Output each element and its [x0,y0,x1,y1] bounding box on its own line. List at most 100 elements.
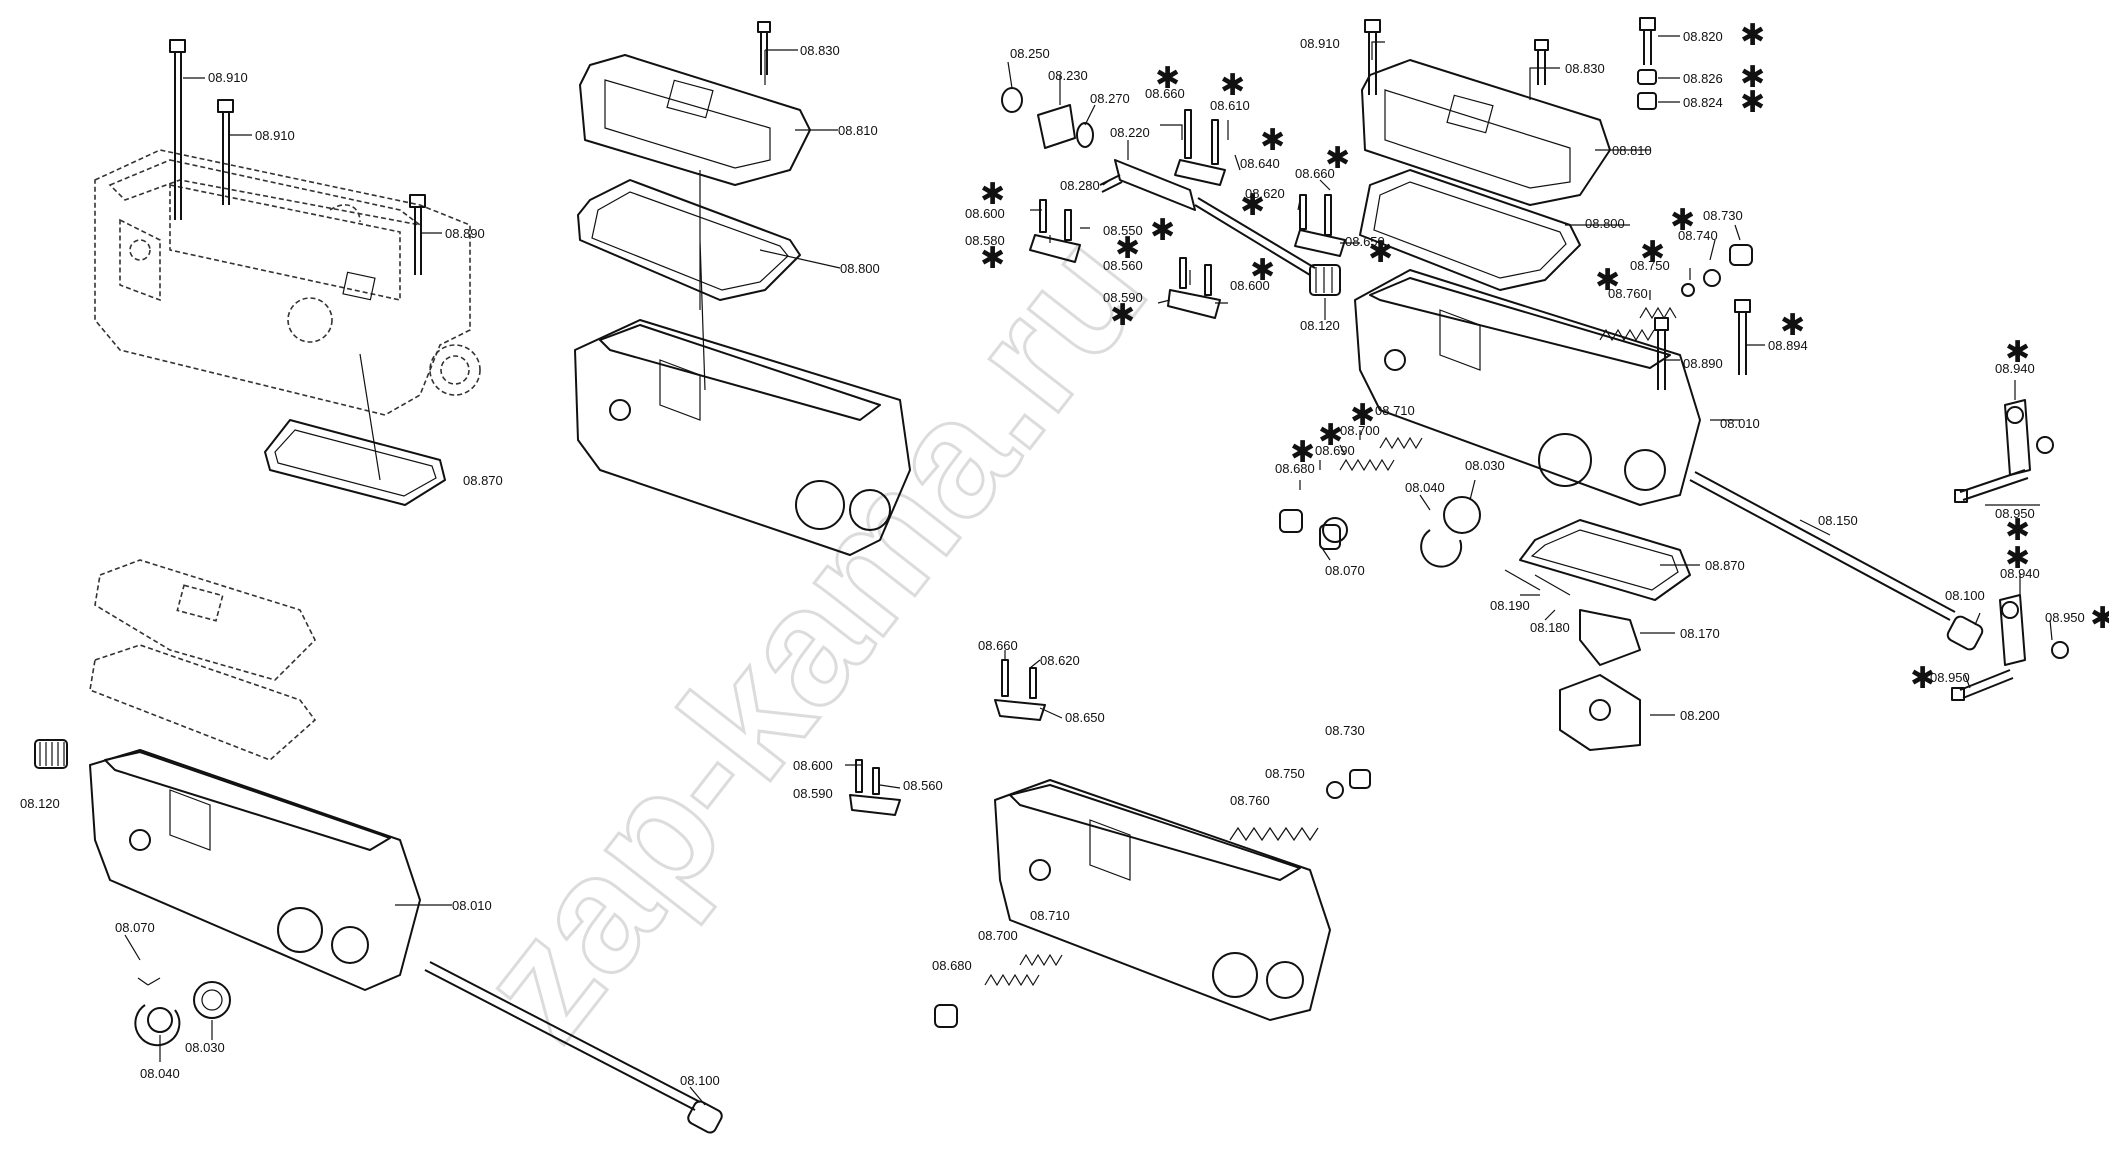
callout-label: 08.250 [1010,46,1050,61]
housing-top-middle [574,319,911,556]
star-icon: ✱ [2005,541,2030,576]
callout-label: 08.600 [965,206,1005,221]
callout-label: 08.120 [1300,318,1340,333]
parts-08650-bottom-middle [849,659,1046,816]
gasket-08870-top-left [264,419,446,506]
callout-label: 08.940 [1995,361,2035,376]
callout-label: 08.040 [1405,480,1445,495]
housing-08010-top-right [1354,269,1751,506]
callout-label: 08.580 [965,233,1005,248]
callout-label: 08.890 [445,226,485,241]
bolts-08910-top-left [169,39,426,275]
springs-bottom-middle [934,769,1371,1028]
star-icon: ✱ [1115,231,1140,266]
callout-label: 08.700 [978,928,1018,943]
callout-label: 08.030 [185,1040,225,1055]
callout-label: 08.826 [1683,71,1723,86]
callout-label: 08.950 [1930,670,1970,685]
gear-08120-bottom-left [34,739,68,769]
housing-bottom-left [89,749,421,991]
callout-label: 08.640 [1240,156,1280,171]
callout-label: 08.150 [1818,513,1858,528]
star-icon: ✱ [980,241,1005,276]
cover-bottom-left [94,559,316,681]
star-icon: ✱ [1260,123,1285,158]
springs-top-right [1279,244,1753,568]
housing-assembly-dashed [94,149,481,416]
shaft-08220-assembly [1001,87,1341,296]
callout-label: 08.010 [452,898,492,913]
star-icon: ✱ [1318,418,1343,453]
callout-label: 08.040 [140,1066,180,1081]
callout-label: 08.730 [1703,208,1743,223]
callout-label: 08.120 [20,796,60,811]
callout-label: 08.280 [1060,178,1100,193]
star-icon: ✱ [1250,253,1275,288]
lever-08940-upper [1954,399,2054,503]
star-icon: ✱ [1368,235,1393,270]
callout-label: 08.600 [1230,278,1270,293]
callout-label: 08.824 [1683,95,1723,110]
callout-label: 08.070 [1325,563,1365,578]
callout-label: 08.940 [2000,566,2040,581]
star-icon: ✱ [1670,203,1695,238]
fasteners-08820-08824 [1637,17,1657,110]
callout-label: 08.870 [463,473,503,488]
callout-label: 08.650 [1065,710,1105,725]
callout-label: 08.620 [1040,653,1080,668]
callout-label: 08.710 [1375,403,1415,418]
star-icon: ✱ [1780,308,1805,343]
star-icon: ✱ [980,177,1005,212]
callout-label: 08.620 [1245,186,1285,201]
callout-label: 08.810 [838,123,878,138]
selector-parts-08170-08200 [1504,569,1641,751]
gasket-bottom-left [89,644,317,761]
callout-label: 08.560 [1103,258,1143,273]
star-icon: ✱ [1740,85,1765,120]
callout-label: 08.760 [1230,793,1270,808]
star-icon: ✱ [2005,335,2030,370]
star-icon: ✱ [1325,141,1350,176]
callout-label: 08.170 [1680,626,1720,641]
callout-label: 08.590 [793,786,833,801]
gasket-08800-top-middle [577,179,801,301]
callout-label: 08.680 [932,958,972,973]
star-icon: ✱ [1910,661,1935,696]
shaft-and-parts-bottom-left [134,961,723,1134]
star-icon: ✱ [2005,513,2030,548]
gasket-08800-top-right [1359,169,1581,291]
callout-label: 08.070 [115,920,155,935]
callout-label: 08.730 [1325,723,1365,738]
cover-08810-top-middle [579,21,811,186]
star-icon: ✱ [1150,213,1175,248]
callout-label: 08.690 [1315,443,1355,458]
callout-label: 08.220 [1110,125,1150,140]
callout-label: 08.680 [1275,461,1315,476]
cover-08810-top-right [1361,19,1611,206]
callout-label: 08.600 [793,758,833,773]
callout-label: 08.010 [1720,416,1760,431]
callout-label: 08.750 [1630,258,1670,273]
callout-label: 08.550 [1103,223,1143,238]
callout-label: 08.180 [1530,620,1570,635]
star-icon: ✱ [1640,235,1665,270]
housing-bottom-middle [994,779,1331,1021]
star-icon: ✱ [1740,18,1765,53]
callout-label: 08.870 [1705,558,1745,573]
asterisk-markers: ✱ ✱ ✱ ✱ ✱ ✱ ✱ ✱ ✱ ✱ ✱ ✱ ✱ ✱ ✱ ✱ ✱ ✱ ✱ ✱ … [980,18,2109,696]
callout-label: 08.560 [903,778,943,793]
callout-label: 08.830 [800,43,840,58]
callout-label: 08.890 [1683,356,1723,371]
callout-label: 08.030 [1465,458,1505,473]
callout-label: 08.910 [208,70,248,85]
shaft-08150 [1689,471,1984,651]
callout-label: 08.100 [1945,588,1985,603]
callout-label: 08.950 [2045,610,2085,625]
callout-label: 08.610 [1210,98,1250,113]
star-icon: ✱ [1155,61,1180,96]
callout-label: 08.830 [1565,61,1605,76]
callout-label: 08.910 [255,128,295,143]
callout-label: 08.190 [1490,598,1530,613]
callout-label: 08.650 [1345,234,1385,249]
